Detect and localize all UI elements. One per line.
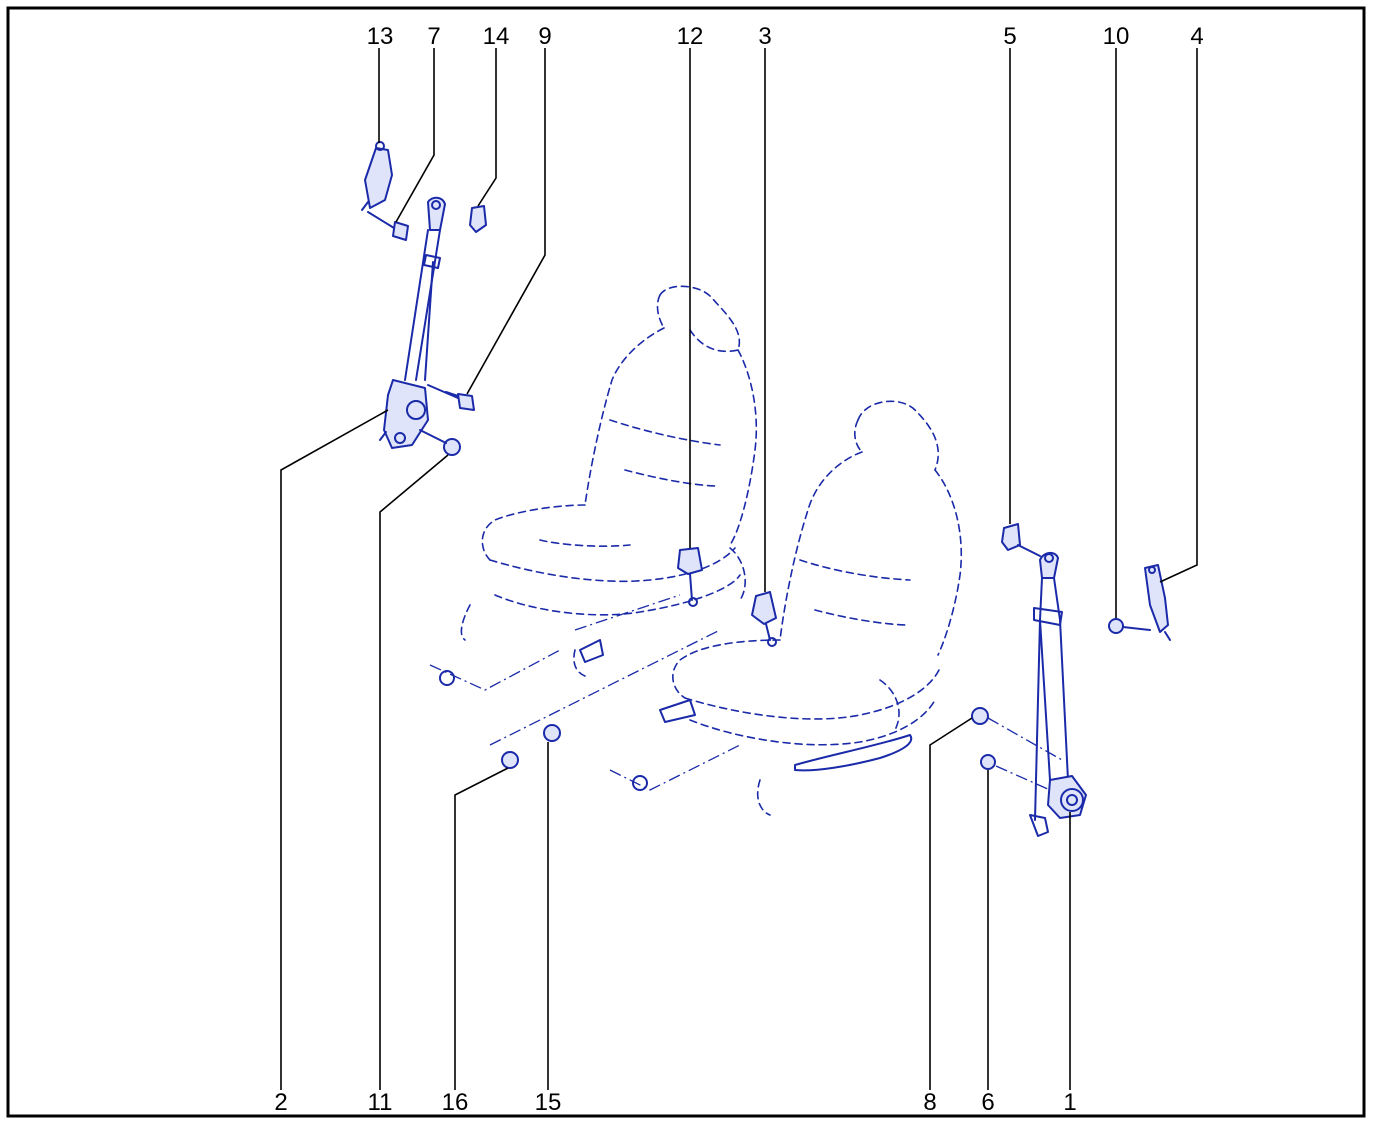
callout-1: 1	[1063, 1089, 1076, 1116]
bolt-11	[443, 438, 461, 456]
callout-11: 11	[368, 1089, 393, 1116]
diagram-frame	[6, 6, 1366, 1118]
leader-lines	[280, 48, 1198, 1090]
callout-12: 12	[677, 23, 704, 50]
belt-guide-14	[469, 205, 487, 233]
callout-13: 13	[367, 23, 394, 50]
bolt-7	[392, 221, 409, 241]
belt-guide-5	[1001, 523, 1021, 551]
callout-5: 5	[1003, 23, 1016, 50]
height-adjuster-left	[364, 147, 393, 209]
callout-14: 14	[483, 23, 510, 50]
bolt-8	[971, 707, 989, 725]
left-front-seat-outline	[429, 285, 758, 691]
bolt-10	[1108, 618, 1124, 634]
callout-2: 2	[274, 1089, 287, 1116]
nut-16	[501, 751, 519, 769]
callout-9: 9	[538, 23, 551, 50]
buckle-12	[677, 547, 703, 575]
callout-6: 6	[981, 1089, 994, 1116]
bolt-6	[980, 754, 996, 770]
right-seat-belt-assembly	[971, 523, 1171, 837]
callout-8: 8	[923, 1089, 936, 1116]
callout-4: 4	[1190, 23, 1203, 50]
center-buckles	[501, 547, 777, 769]
callouts-top: 13 7 14 9 12 3 5 10 4	[367, 23, 1204, 50]
callout-3: 3	[758, 23, 771, 50]
right-front-seat-outline	[489, 400, 963, 816]
nut-15	[543, 724, 561, 742]
left-seat-belt-assembly	[361, 141, 487, 456]
callout-16: 16	[442, 1089, 469, 1116]
callout-10: 10	[1103, 23, 1130, 50]
callouts-bottom: 2 11 16 15 8 6 1	[274, 1089, 1076, 1116]
callout-15: 15	[535, 1089, 562, 1116]
bolt-9	[457, 393, 475, 411]
retractor-left	[383, 379, 429, 449]
callout-7: 7	[427, 23, 440, 50]
buckle-3	[751, 591, 777, 625]
height-adjuster-right	[1144, 564, 1169, 633]
